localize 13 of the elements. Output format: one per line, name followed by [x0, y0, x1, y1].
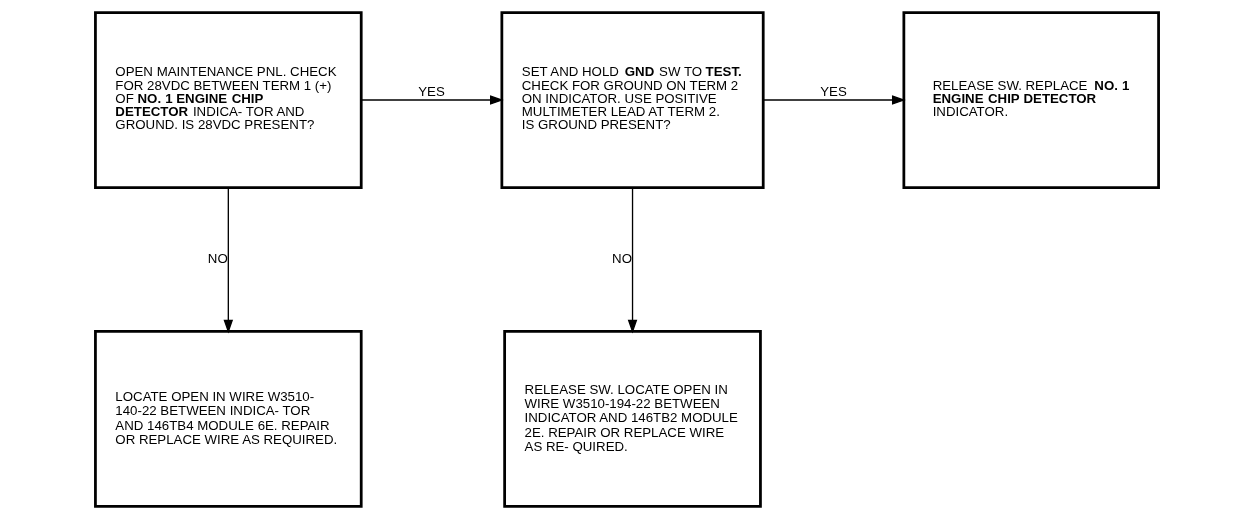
- arrow: [360, 95, 504, 105]
- edge-label: NO: [612, 250, 632, 266]
- node-box: LOCATE OPEN IN WIRE W3510- 140-22 BETWEEN INDICA- TOR AND 146TB4 MODULE 6E. REPAIR OR REPLACE WIRE AS REQUIRED.: [94, 330, 363, 508]
- node-box: RELEASE SW. LOCATE OPEN IN WIRE W3510-194-22 BETWEEN INDICATOR AND 146TB2 MODULE 2E. REPAIR OR REPLACE WIRE AS RE- QUIRED.: [503, 330, 762, 508]
- edge-label: YES: [820, 84, 847, 100]
- node-box: OPEN MAINTENANCE PNL. CHECK FOR 28VDC BETWEEN TERM 1 (+) OF NO. 1 ENGINE CHIP DETECTOR INDICA- TOR AND GROUND. IS 28VDC PRESENT?: [94, 11, 363, 189]
- arrow: [762, 95, 906, 105]
- edge-label: NO: [207, 250, 228, 266]
- arrow: [223, 187, 234, 334]
- node-box: RELEASE SW. REPLACE NO. 1 ENGINE CHIP DETECTOR INDICATOR.: [902, 11, 1160, 189]
- node-box: SET AND HOLD GND SW TO TEST. CHECK FOR GROUND ON TERM 2 ON INDICATOR. USE POSITIVE MULTIMETER LEAD AT TERM 2. IS GROUND PRESENT?: [500, 11, 765, 189]
- edge-label: YES: [418, 84, 445, 100]
- arrow: [627, 187, 638, 334]
